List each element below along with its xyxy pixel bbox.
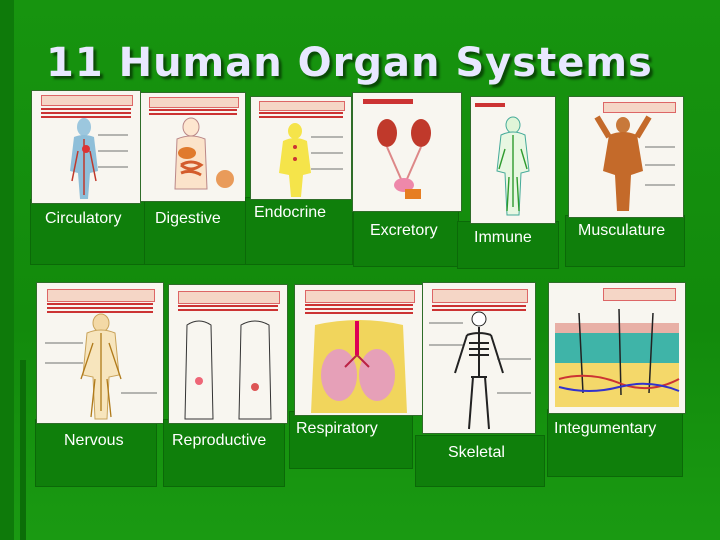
nervous-label-panel [36,420,156,486]
digestive-diagram [140,92,246,202]
skeletal-label-panel [416,436,544,486]
digestive-label-panel [145,200,245,264]
circulatory-diagram [31,90,141,204]
system-label-skeletal: Skeletal [448,444,505,461]
musculature-diagram [568,96,684,218]
system-label-respiratory: Respiratory [296,420,378,437]
endocrine-diagram-icon [279,123,343,197]
integumentary-diagram [548,282,686,414]
digestive-diagram-icon [174,117,234,190]
excretory-diagram [352,92,462,212]
system-label-digestive: Digestive [155,210,221,227]
system-label-circulatory: Circulatory [45,210,122,227]
slide-title: 11 Human Organ Systems [46,40,653,86]
reproductive-diagram-icon [184,320,272,420]
reproductive-label-panel [164,420,284,486]
left-accent-stripe [20,360,26,540]
endocrine-diagram [250,96,352,200]
system-label-reproductive: Reproductive [172,432,267,449]
integumentary-label-panel [548,410,682,476]
system-label-excretory: Excretory [370,222,438,239]
excretory-diagram-icon [363,99,431,199]
musculature-diagram-icon [594,115,675,211]
immune-diagram [470,96,556,224]
circulatory-label-panel [31,200,145,264]
skin-diagram-icon [555,308,680,407]
circulatory-diagram-icon [70,118,128,199]
system-label-immune: Immune [474,229,532,246]
respiratory-label-panel [290,412,412,468]
immune-diagram-icon [475,103,530,216]
left-accent-bar [0,0,14,540]
system-label-endocrine: Endocrine [254,204,327,221]
respiratory-diagram [294,284,424,416]
endocrine-label-panel [246,198,352,264]
nervous-diagram [36,282,164,424]
excretory-label-panel [354,208,458,266]
musculature-label-panel [566,216,684,266]
system-label-musculature: Musculature [578,222,666,239]
immune-label-panel [458,222,558,268]
skeletal-diagram [422,282,536,434]
respiratory-diagram-icon [311,320,407,413]
system-label-nervous: Nervous [64,432,124,449]
system-label-integumentary: Integumentary [554,420,657,437]
nervous-diagram-icon [45,313,157,420]
skeletal-diagram-icon [429,311,531,430]
reproductive-diagram [168,284,288,424]
